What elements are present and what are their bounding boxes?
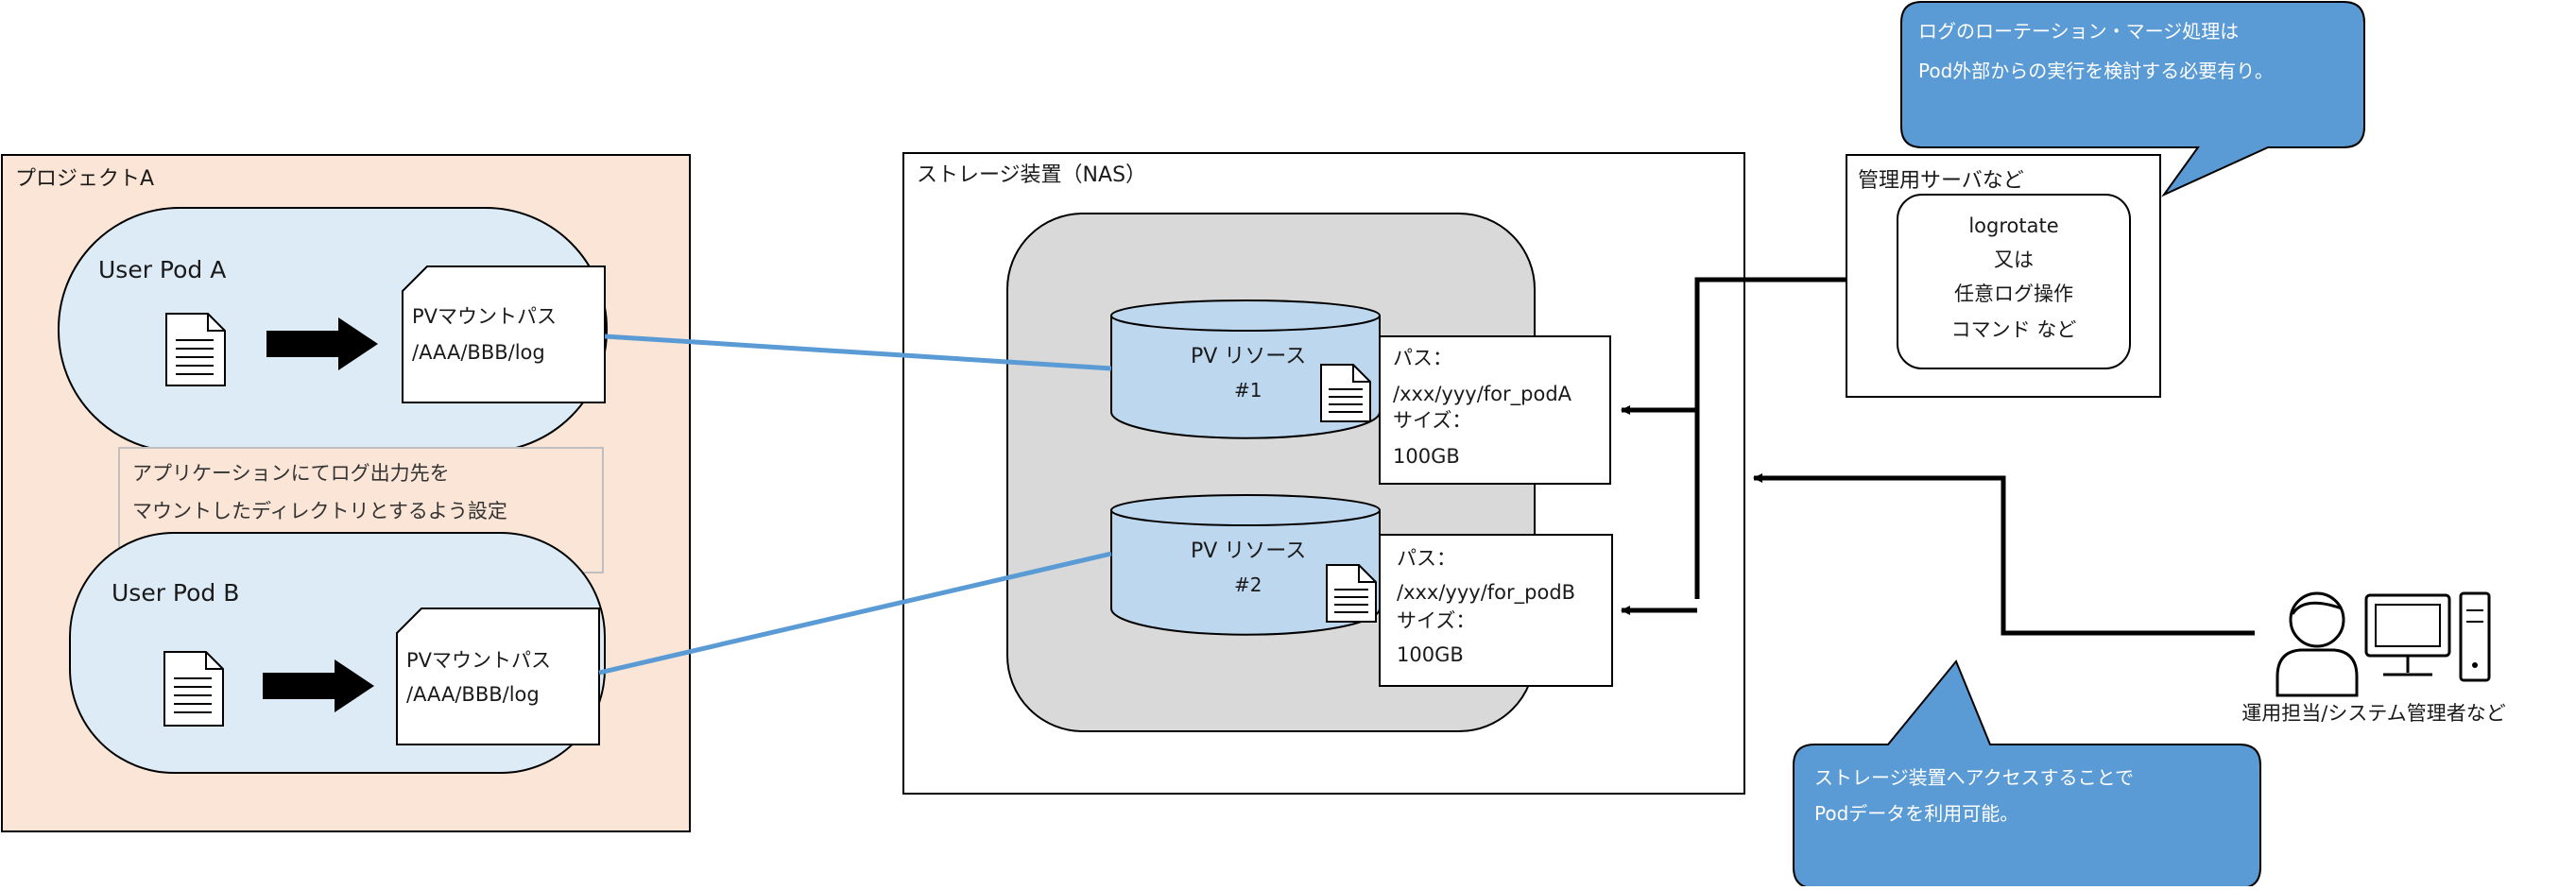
pv-1-size-value: 100GB (1393, 445, 1460, 468)
server-line-4: コマンド など (1951, 318, 2077, 341)
callout-top-line-1: ログのローテーション・マージ処理は (1918, 20, 2239, 43)
pod-a-title: User Pod A (98, 256, 226, 283)
pod-a-pv-path-value: /AAA/BBB/log (412, 341, 545, 364)
storage-label: ストレージ装置（NAS） (917, 163, 1146, 187)
operator-to-nas-connector (1753, 473, 2255, 636)
callout-top-line-2: Pod外部からの実行を検討する必要有り。 (1918, 60, 2274, 82)
pv-2-number: #2 (1234, 573, 1262, 596)
pod-a-pv-path-title: PVマウントパス (412, 305, 557, 328)
pv-2-title: PV リソース (1191, 539, 1306, 563)
pod-a-to-pv-1-link (604, 334, 1112, 371)
server-line-1: logrotate (1968, 214, 2058, 237)
callout-bottom-line-1: ストレージ装置へアクセスすることで (1814, 766, 2134, 789)
pv-2-path-value: /xxx/yyy/for_podB (1397, 581, 1575, 605)
pod-a-pv-path-card (402, 265, 606, 403)
project-a-label: プロジェクトA (15, 167, 154, 191)
pv-2-info-box (1379, 534, 1613, 687)
pv-1-title: PV リソース (1191, 345, 1306, 368)
server-to-pv-connector (1621, 277, 1898, 615)
pv-1-info-box (1379, 335, 1611, 485)
pod-b-title: User Pod B (112, 579, 239, 607)
pv-1-size-label: サイズ： (1393, 409, 1471, 432)
operator-person-icon (2275, 591, 2359, 697)
pod-b-log-file-icon (163, 651, 224, 727)
server-label: 管理用サーバなど (1858, 169, 2024, 193)
pv-2-size-label: サイズ： (1397, 609, 1475, 632)
computer-icon (2364, 591, 2491, 682)
pv-2-size-value: 100GB (1397, 643, 1464, 666)
callout-top-bubble (1900, 1, 2365, 197)
callout-bottom-line-2: Podデータを利用可能。 (1814, 802, 2018, 825)
pv-2-path-label: パス： (1397, 547, 1456, 570)
pod-a-log-file-icon (165, 313, 226, 386)
server-line-2: 又は (1994, 248, 2034, 271)
pod-b-pv-path-card (396, 608, 600, 745)
pv-1-file-icon (1320, 364, 1371, 422)
pv-1-number: #1 (1234, 379, 1262, 402)
note-line-2: マウントしたディレクトリとするよう設定 (132, 500, 507, 522)
server-line-3: 任意ログ操作 (1954, 282, 2073, 305)
pv-resource-1-cylinder (1110, 300, 1381, 439)
pv-resource-2-cylinder (1110, 494, 1381, 636)
pod-b-pv-path-title: PVマウントパス (406, 649, 551, 672)
pv-2-file-icon (1326, 564, 1377, 623)
pod-b-to-pv-2-link (598, 551, 1112, 676)
logrotate-command-box (1897, 194, 2131, 369)
operator-label: 運用担当/システム管理者など (2241, 702, 2505, 725)
pv-1-path-value: /xxx/yyy/for_podA (1393, 383, 1572, 406)
pod-a-output-arrow (266, 317, 378, 370)
pod-b-pv-path-value: /AAA/BBB/log (406, 683, 540, 706)
pod-b-output-arrow (263, 659, 374, 712)
pv-1-path-label: パス： (1393, 347, 1452, 369)
note-line-1: アプリケーションにてログ出力先を (132, 462, 450, 485)
